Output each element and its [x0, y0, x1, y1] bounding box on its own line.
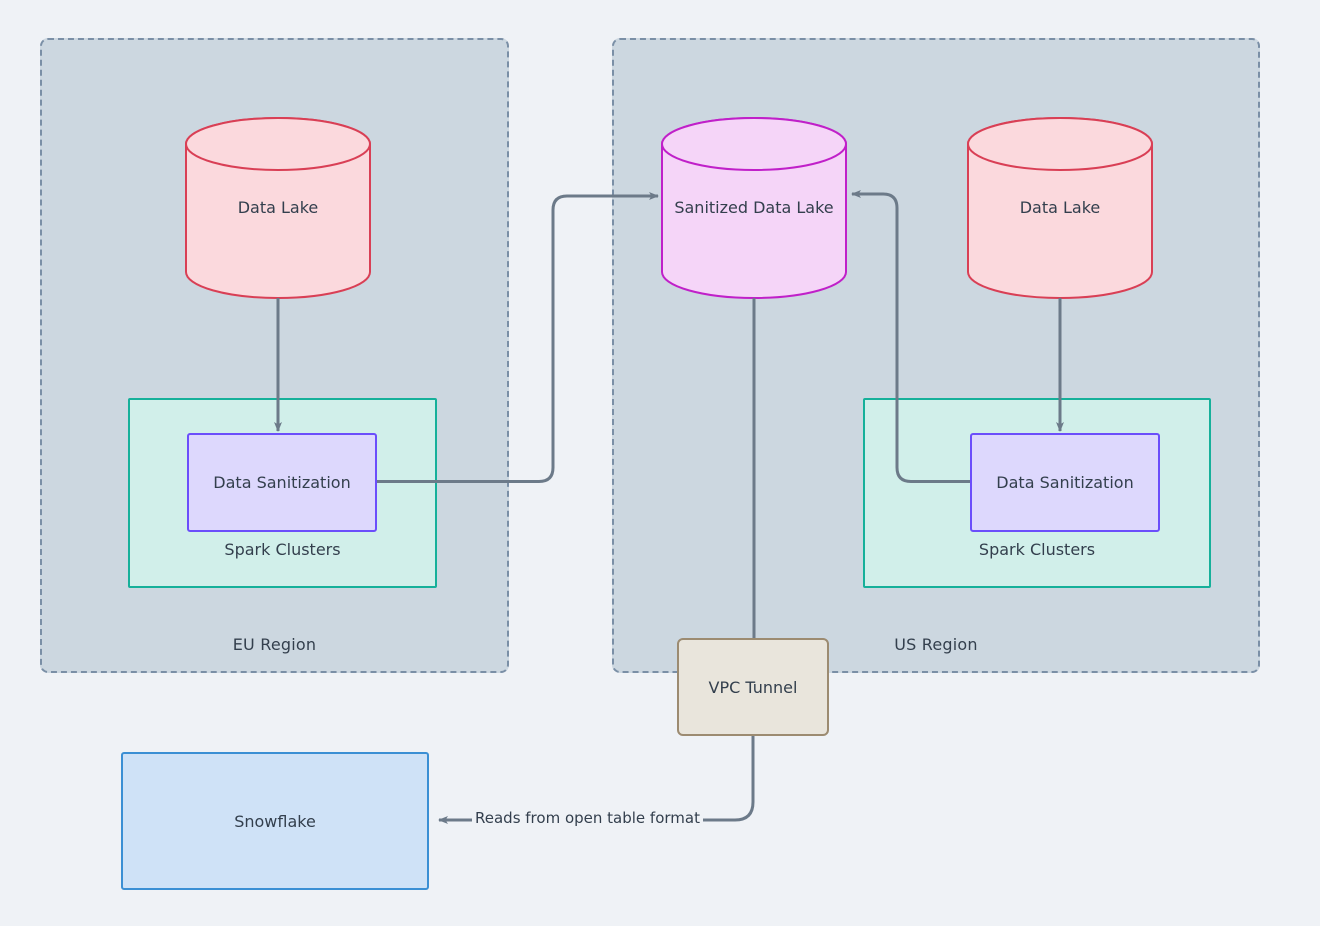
vpc-tunnel-box[interactable]: VPC Tunnel [677, 638, 829, 736]
eu-sanitization-to-sanitized-lake [377, 192, 659, 483]
region-eu-label: EU Region [232, 635, 317, 654]
data-sanitization-us[interactable]: Data Sanitization [970, 433, 1160, 532]
spark-clusters-eu-label: Spark Clusters [224, 540, 341, 559]
region-us-label: US Region [894, 635, 978, 654]
vpc-tunnel-to-snowflake [438, 736, 755, 824]
eu-data-lake[interactable] [185, 117, 371, 299]
sanitized-data-lake[interactable] [661, 117, 847, 299]
us-sanitization-to-sanitized-lake [851, 190, 970, 483]
us-data-lake[interactable] [967, 117, 1153, 299]
data-sanitization-eu[interactable]: Data Sanitization [187, 433, 377, 532]
snowflake-box[interactable]: Snowflake [121, 752, 429, 890]
spark-clusters-us-label: Spark Clusters [978, 540, 1096, 559]
connector-label-reads-from-open-table-format: Reads from open table format [472, 809, 703, 827]
